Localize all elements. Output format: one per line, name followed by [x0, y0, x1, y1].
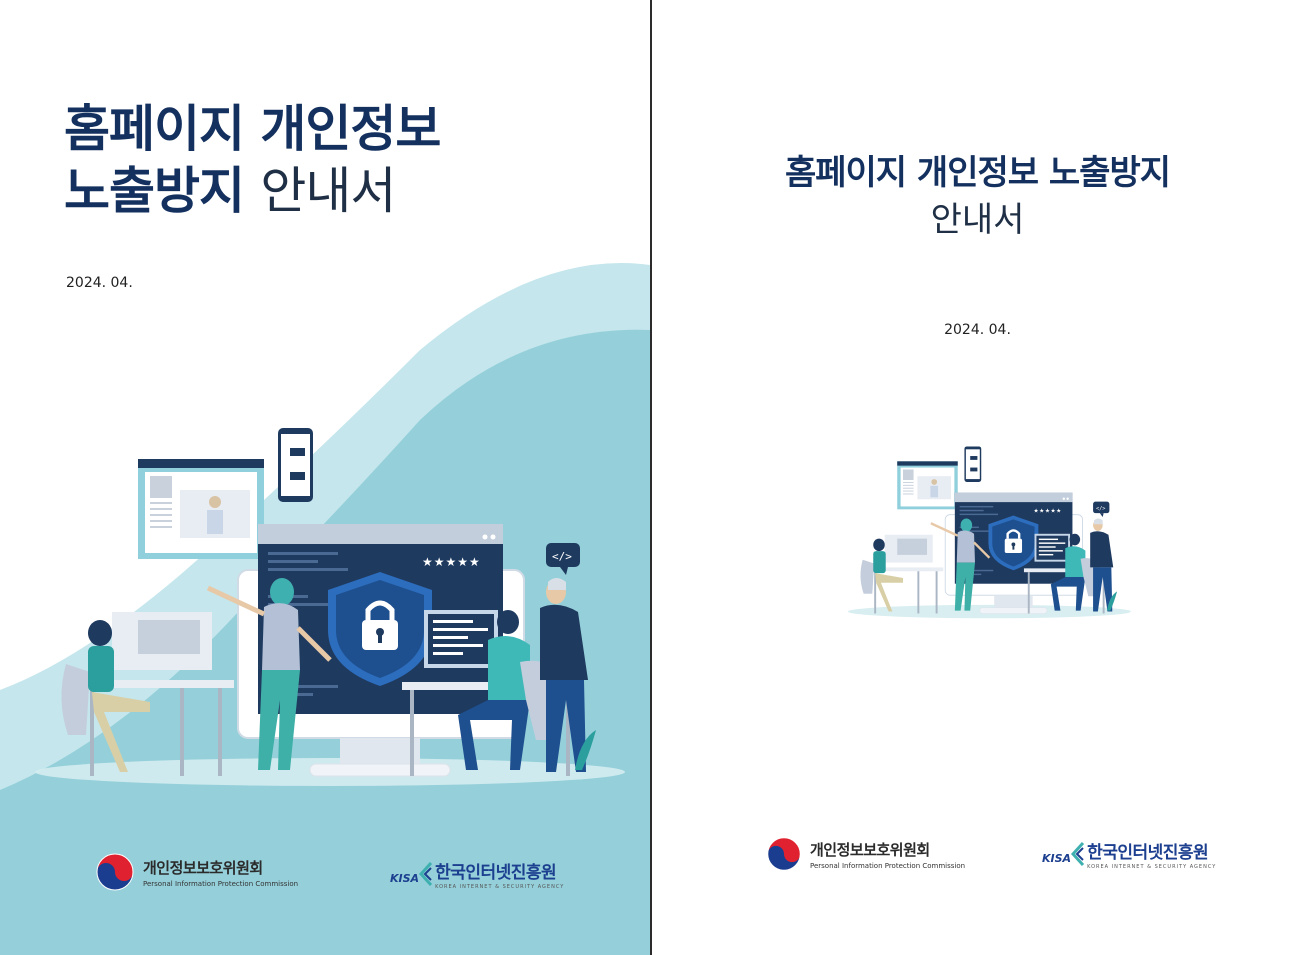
taegeuk-emblem-icon [96, 853, 134, 891]
pipc-logo-inner: 개인정보보호위원회 Personal Information Protectio… [766, 836, 965, 872]
code-tag-icon-small: </> [1096, 506, 1106, 512]
rating-stars-small: ★★★★★ [1034, 508, 1062, 515]
pipc-english-name-inner: Personal Information Protection Commissi… [810, 861, 966, 870]
kisa-swoosh-icon [1071, 842, 1085, 866]
pipc-logo: 개인정보보호위원회 Personal Information Protectio… [95, 852, 298, 892]
kisa-abbr-inner: KISA [1042, 851, 1072, 865]
cover-title-line2-bold: 노출방지 [64, 162, 245, 220]
cover-title-line1: 홈페이지 개인정보 [64, 100, 441, 158]
kisa-korean-name-inner: 한국인터넷진흥원 [1087, 843, 1209, 863]
rating-stars: ★★★★★ [422, 555, 481, 569]
kisa-logo-inner: KISA 한국인터넷진흥원 KOREA INTERNET & SECURITY … [1042, 838, 1216, 870]
inner-title-page: 홈페이지 개인정보 노출방지 안내서 2024. 04. ★★★★★ </> 개… [652, 0, 1303, 955]
code-tag-icon: </> [552, 550, 572, 563]
kisa-logo: KISA 한국인터넷진흥원 KOREA INTERNET & SECURITY … [390, 858, 564, 890]
inner-subtitle: 안내서 [930, 200, 1025, 240]
pipc-english-name: Personal Information Protection Commissi… [143, 879, 299, 888]
page-divider [650, 0, 652, 955]
kisa-swoosh-icon [419, 862, 433, 886]
cover-title-line2-light: 안내서 [260, 162, 396, 220]
kisa-english-name-inner: KOREA INTERNET & SECURITY AGENCY [1087, 864, 1217, 870]
cover-page: 홈페이지 개인정보 노출방지 안내서 2024. 04. ★★★★★ </> 개… [0, 0, 650, 955]
kisa-abbr: KISA [390, 871, 420, 885]
pipc-korean-name-inner: 개인정보보호위원회 [810, 840, 930, 859]
taegeuk-emblem-icon [767, 837, 801, 871]
inner-date: 2024. 04. [944, 322, 1011, 338]
cover-date: 2024. 04. [66, 275, 133, 291]
cover-title: 홈페이지 개인정보 노출방지 안내서 [64, 98, 441, 222]
pipc-korean-name: 개인정보보호위원회 [143, 858, 263, 877]
inner-illustration: ★★★★★ </> [846, 445, 1133, 620]
kisa-english-name: KOREA INTERNET & SECURITY AGENCY [435, 884, 565, 890]
inner-title: 홈페이지 개인정보 노출방지 [784, 153, 1171, 193]
cover-illustration: ★★★★★ </> [0, 0, 650, 955]
kisa-korean-name: 한국인터넷진흥원 [435, 863, 557, 883]
